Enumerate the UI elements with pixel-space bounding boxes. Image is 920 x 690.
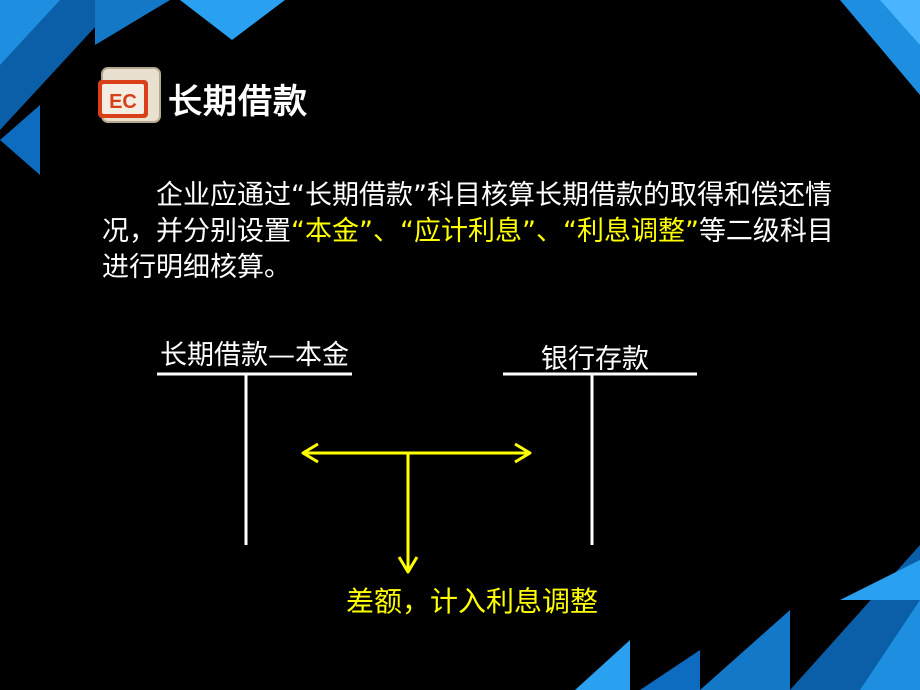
decor-triangle [840,0,920,95]
double-arrow [301,442,532,464]
difference-note: 差额，计入利息调整 [346,585,599,618]
intro-paragraph: 企业应通过“长期借款”科目核算长期借款的取得和偿还情况，并分别设置“本金”、“应… [102,178,847,286]
account-label-right: 银行存款 [541,344,649,375]
decor-triangle [880,0,920,45]
paragraph-text: 企业应通过“长期借款”科目核算长期借款的取得和偿还情况，并分别设置 [102,180,832,247]
decor-triangle [640,650,700,690]
decor-triangle [0,105,40,175]
decor-triangle [575,640,630,690]
decor-triangle [860,600,920,690]
decor-triangle [95,0,170,45]
decor-triangle [700,610,790,690]
down-arrow [397,453,419,574]
decor-triangle [0,0,60,65]
logo-text: EC [109,91,137,113]
paragraph-text: 等二级科目进行明细核算。 [102,216,834,283]
account-label-left: 长期借款—本金 [160,340,349,371]
paragraph-highlight: “本金”、“应计利息”、“利息调整” [291,216,699,247]
decor-triangle [840,560,920,600]
decor-triangle [180,0,285,40]
presentation-logo-icon: EC [98,67,161,123]
page-title: 长期借款 [168,82,308,122]
